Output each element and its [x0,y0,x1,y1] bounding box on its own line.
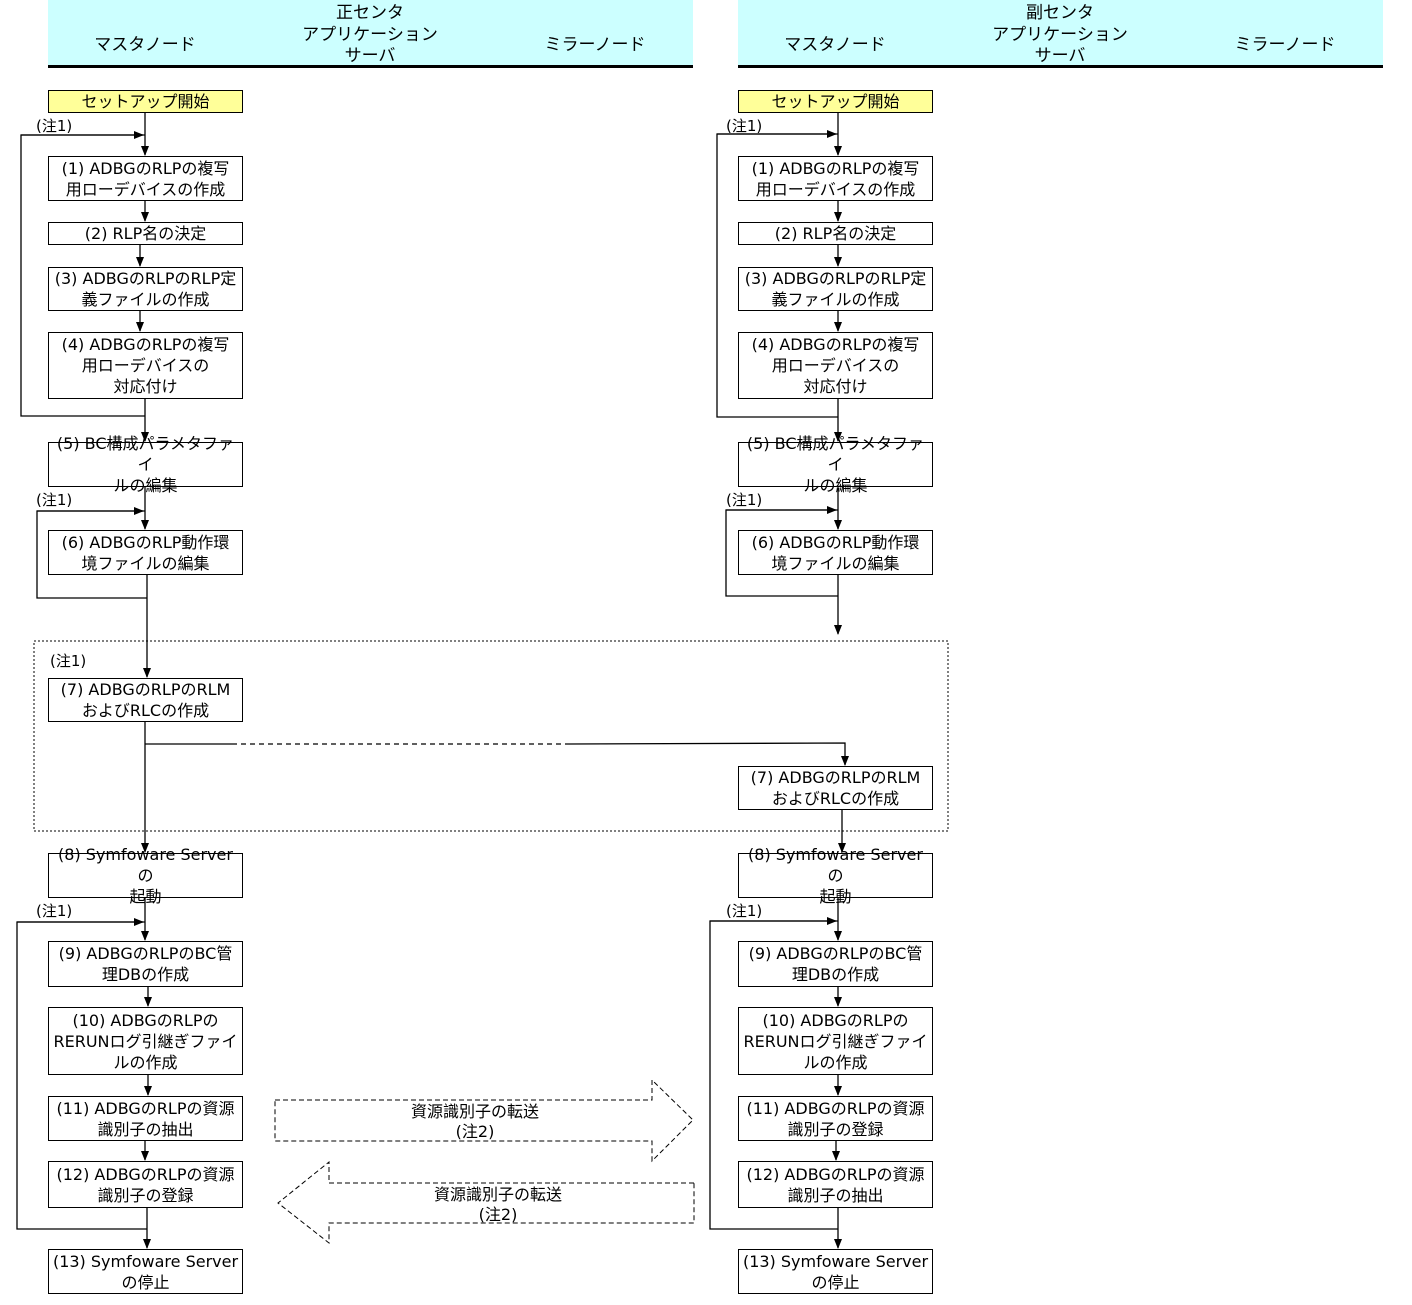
primary-step-6: (6) ADBGのRLP動作環 境ファイルの編集 [48,530,243,575]
note-label: (注1) [36,902,73,920]
transfer-arrow-left [277,1160,695,1245]
primary-step-8: (8) Symfoware Serverの 起動 [48,845,243,906]
primary-step-5: (5) BC構成パラメタファイ ルの編集 [48,434,243,495]
primary-app-server-label: アプリケーション サーバ [302,25,438,66]
primary-step-13: (13) Symfoware Server の停止 [48,1249,243,1294]
note-label: (注1) [726,117,763,135]
primary-step-3: (3) ADBGのRLPのRLP定 義ファイルの作成 [48,267,243,311]
secondary-app-server-label: アプリケーション サーバ [992,25,1128,66]
transfer-to-primary-label: 資源識別子の転送 (注2) [433,1185,562,1224]
note-label: (注1) [726,491,763,509]
secondary-step-2: (2) RLP名の決定 [738,222,933,245]
secondary-step-12: (12) ADBGのRLPの資源 識別子の抽出 [738,1161,933,1208]
step7-region [33,640,949,832]
secondary-step-13: (13) Symfoware Server の停止 [738,1249,933,1294]
header-rule [48,65,693,68]
primary-step-4: (4) ADBGのRLPの複写 用ローデバイスの 対応付け [48,332,243,399]
secondary-step-1: (1) ADBGのRLPの複写 用ローデバイスの作成 [738,156,933,201]
note-label: (注1) [50,652,87,670]
secondary-center-header [738,0,1383,65]
transfer-to-secondary-label: 資源識別子の転送 (注2) [410,1102,539,1141]
primary-center-header [48,0,693,65]
secondary-step-6: (6) ADBGのRLP動作環 境ファイルの編集 [738,530,933,575]
note-label: (注1) [36,117,73,135]
secondary-step-10: (10) ADBGのRLPの RERUNログ引継ぎファイ ルの作成 [738,1007,933,1075]
secondary-step-5: (5) BC構成パラメタファイ ルの編集 [738,434,933,495]
primary-step-1: (1) ADBGのRLPの複写 用ローデバイスの作成 [48,156,243,201]
secondary-center-title: 副センタ [1026,3,1094,23]
primary-step-10: (10) ADBGのRLPの RERUNログ引継ぎファイ ルの作成 [48,1007,243,1075]
secondary-step-3: (3) ADBGのRLPのRLP定 義ファイルの作成 [738,267,933,311]
primary-center-title: 正センタ [336,3,404,23]
note-label: (注1) [726,902,763,920]
primary-step-9: (9) ADBGのRLPのBC管 理DBの作成 [48,941,243,987]
secondary-master-node-label: マスタノード [784,35,886,55]
primary-step-12: (12) ADBGのRLPの資源 識別子の登録 [48,1161,243,1208]
secondary-step-11: (11) ADBGのRLPの資源 識別子の登録 [738,1096,933,1141]
header-rule [738,65,1383,68]
primary-step-2: (2) RLP名の決定 [48,222,243,245]
secondary-step-4: (4) ADBGのRLPの複写 用ローデバイスの 対応付け [738,332,933,399]
note-label: (注1) [36,491,73,509]
primary-step-7: (7) ADBGのRLPのRLM およびRLCの作成 [48,678,243,722]
primary-master-node-label: マスタノード [94,35,196,55]
secondary-step-8: (8) Symfoware Serverの 起動 [738,845,933,906]
secondary-step-9: (9) ADBGのRLPのBC管 理DBの作成 [738,941,933,987]
primary-start-box: セットアップ開始 [48,90,243,113]
primary-mirror-node-label: ミラーノード [544,35,646,55]
secondary-start-box: セットアップ開始 [738,90,933,113]
transfer-arrow-right [274,1078,694,1163]
secondary-step-7: (7) ADBGのRLPのRLM およびRLCの作成 [738,766,933,810]
primary-step-11: (11) ADBGのRLPの資源 識別子の抽出 [48,1096,243,1141]
secondary-mirror-node-label: ミラーノード [1234,35,1336,55]
